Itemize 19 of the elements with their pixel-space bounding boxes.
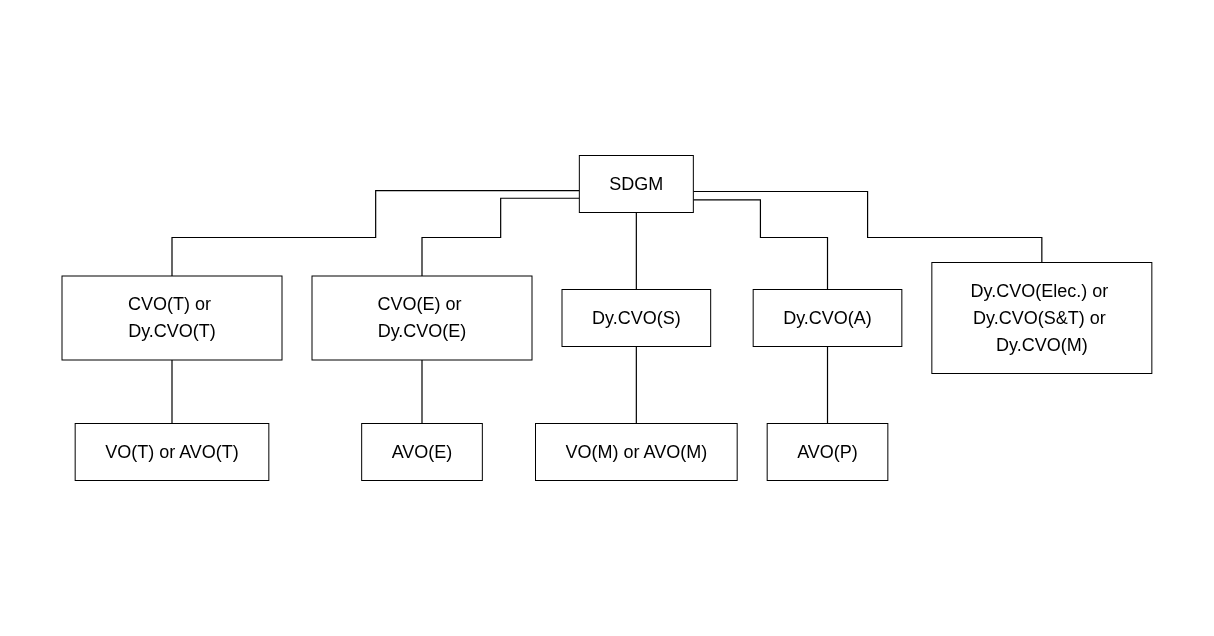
node-box: AVO(E) (361, 423, 483, 481)
node-box: Dy.CVO(S) (561, 289, 712, 347)
connector (171, 359, 173, 425)
connector (421, 359, 423, 425)
connector (827, 345, 829, 425)
node-box: SDGM (578, 155, 694, 213)
connector (692, 190, 1043, 264)
connector (421, 197, 580, 277)
connector (171, 189, 580, 277)
connector (635, 211, 637, 291)
node-box: Dy.CVO(A) (752, 289, 903, 347)
connector (635, 345, 637, 425)
node-box: VO(T) or AVO(T) (74, 423, 270, 481)
node-box: Dy.CVO(Elec.) or Dy.CVO(S&T) or Dy.CVO(M) (931, 262, 1153, 374)
node-box: AVO(P) (766, 423, 889, 481)
node-box: CVO(E) or Dy.CVO(E) (311, 275, 533, 361)
node-box: VO(M) or AVO(M) (535, 423, 738, 481)
connector (692, 199, 829, 291)
node-box: CVO(T) or Dy.CVO(T) (61, 275, 283, 361)
